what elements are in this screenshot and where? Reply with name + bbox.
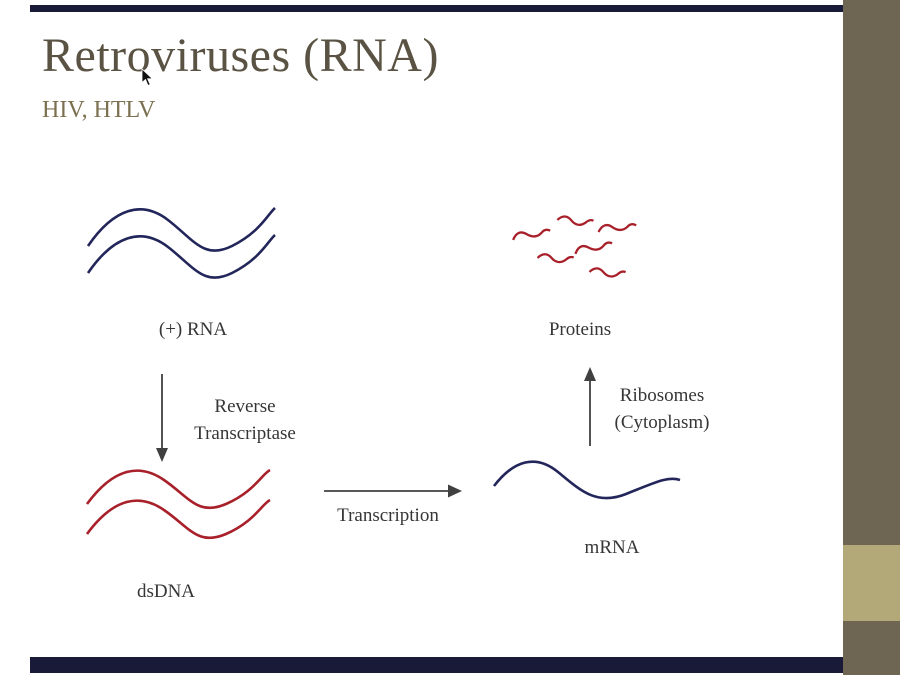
mrna-wave-graphic — [492, 460, 681, 500]
top-accent-bar — [30, 5, 843, 12]
ribosomes-arrow — [584, 367, 596, 446]
mrna-label: mRNA — [584, 537, 640, 558]
mouse-cursor-icon — [141, 68, 154, 87]
rna-label: (+) RNA — [158, 319, 228, 340]
reverse-transcriptase-label-line2: Transcriptase — [194, 423, 296, 444]
transcription-arrow — [324, 484, 462, 498]
dsdna-wave-graphic — [85, 468, 271, 540]
right-accent-highlight-block — [843, 545, 900, 621]
ribosomes-label-line2: (Cytoplasm) — [614, 412, 710, 433]
reverse-transcriptase-label-line1: Reverse — [214, 396, 276, 417]
reverse-transcriptase-label: Reverse Transcriptase — [165, 393, 325, 447]
bottom-accent-bar — [30, 657, 843, 673]
ribosomes-label-line1: Ribosomes — [619, 385, 705, 406]
slide-subtitle: HIV, HTLV — [42, 97, 156, 123]
dsdna-label: dsDNA — [136, 581, 196, 602]
proteins-label: Proteins — [548, 319, 612, 340]
slide-title: Retroviruses (RNA) — [42, 29, 439, 82]
proteins-squiggles-graphic — [512, 215, 637, 278]
reverse-transcriptase-arrow — [156, 374, 168, 462]
rna-wave-graphic — [86, 207, 276, 279]
ribosomes-label: Ribosomes (Cytoplasm) — [592, 382, 732, 436]
transcription-label: Transcription — [337, 505, 439, 526]
